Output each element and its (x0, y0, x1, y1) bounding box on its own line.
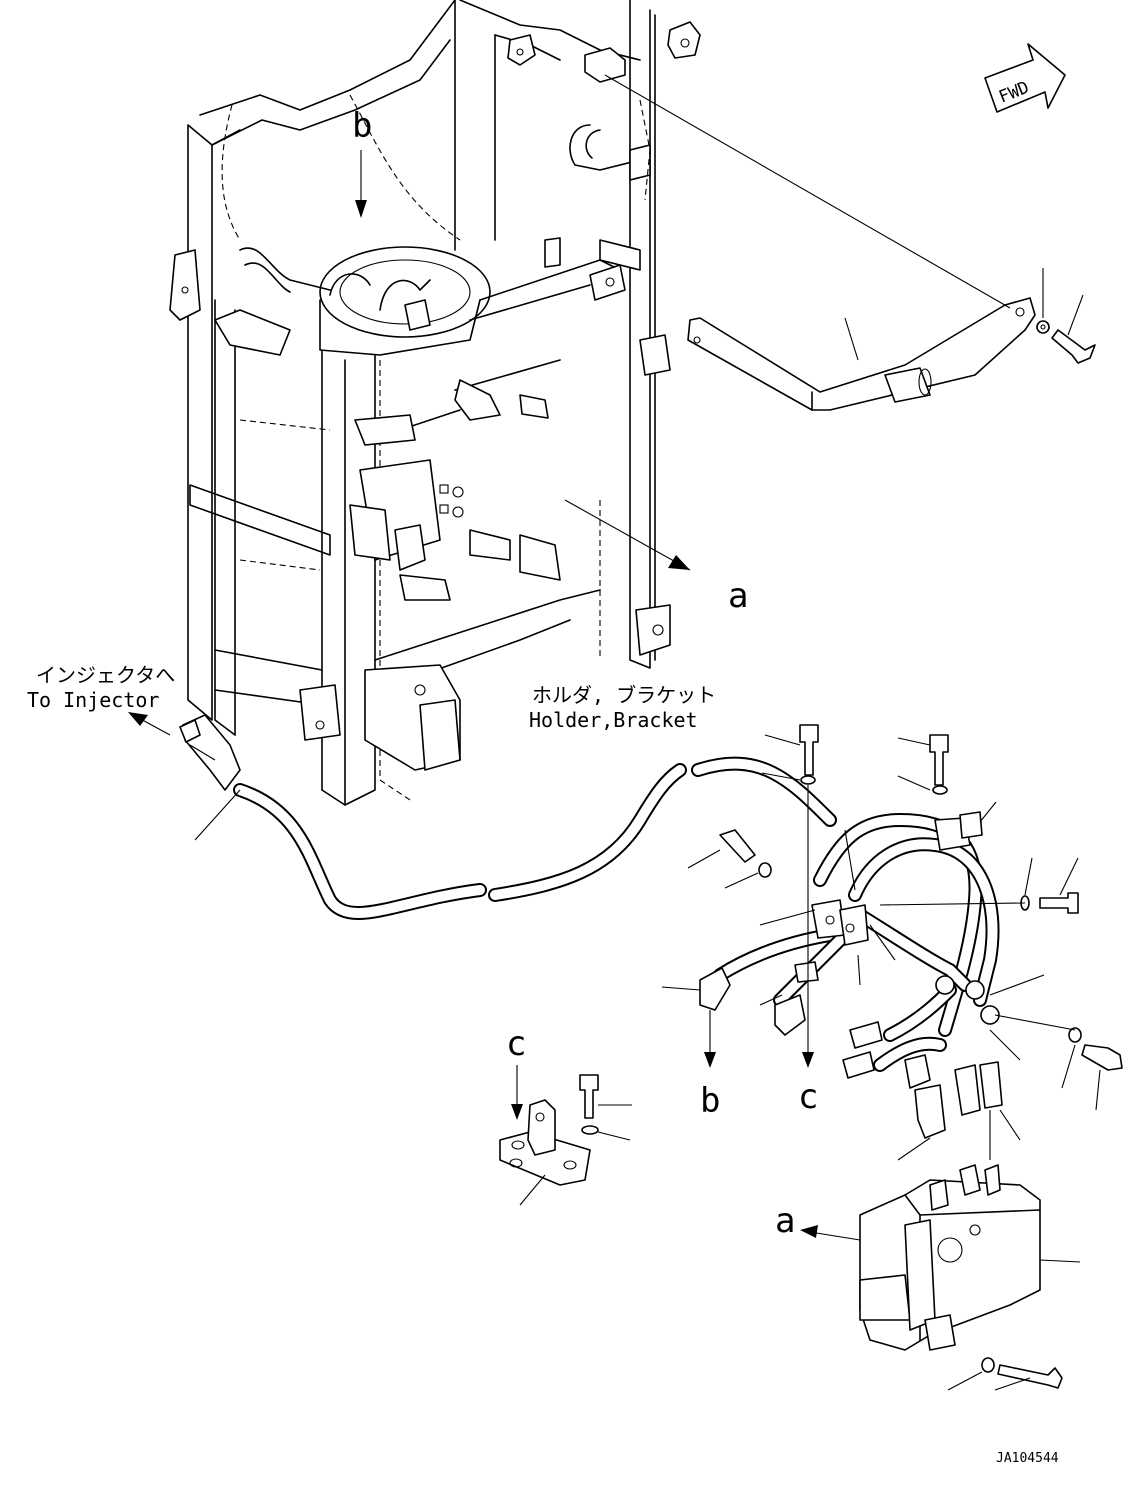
holder-label-jp: ホルダ, ブラケット (532, 683, 716, 707)
injector-label-jp: インジェクタへ (36, 663, 175, 687)
holder-label-en: Holder,Bracket (529, 708, 698, 732)
frame-assembly (169, 0, 701, 806)
fuel-hose (128, 712, 837, 920)
injector-label-en: To Injector (27, 688, 159, 712)
harness-cluster (661, 724, 1123, 1161)
callout-b-lower: b (700, 1081, 720, 1121)
holder-bracket (564, 74, 1096, 571)
callout-c-lower: c (798, 1077, 818, 1117)
callout-c-upper: c (506, 1024, 526, 1064)
callout-a-upper: a (728, 576, 748, 616)
drawing-id: JA104544 (996, 1451, 1059, 1466)
control-valve (800, 1164, 1081, 1391)
callout-a-lower: a (775, 1201, 795, 1241)
fwd-badge: FWD (984, 43, 1066, 113)
mount-bracket (499, 1065, 632, 1206)
callout-b-upper: b (352, 106, 372, 146)
